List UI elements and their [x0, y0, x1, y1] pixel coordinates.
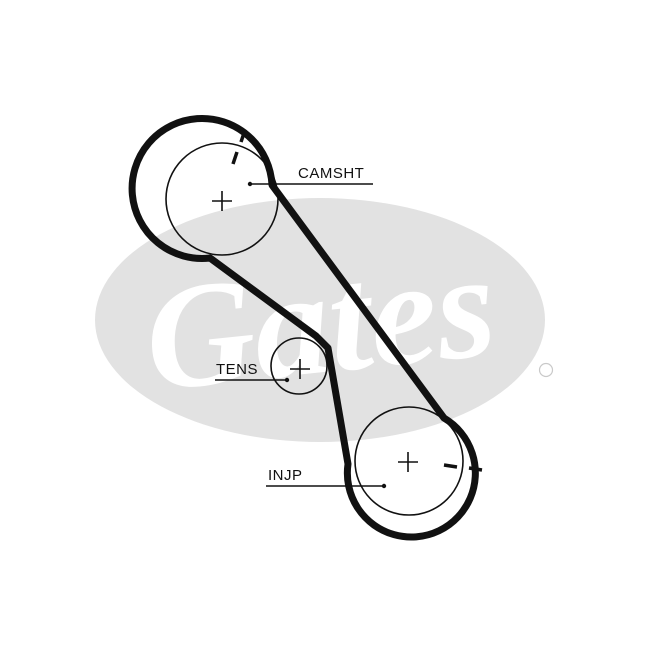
labels: CAMSHT TENS INJP — [216, 165, 364, 484]
injection-pump-timing-mark-outer — [468, 466, 483, 472]
timing-marks — [231, 129, 483, 472]
injection-pump-label: INJP — [268, 467, 303, 484]
injection-pump-timing-mark-inner — [443, 463, 458, 469]
registered-mark: ® — [538, 362, 554, 378]
injection-pump-pulley — [354, 406, 464, 516]
tensioner-center-icon — [290, 359, 310, 379]
tensioner-label: TENS — [216, 361, 258, 378]
camshaft-timing-mark-inner — [231, 151, 239, 165]
camshaft-label: CAMSHT — [298, 165, 364, 182]
tensioner-pulley — [270, 337, 328, 395]
leader-lines — [215, 181, 387, 489]
gates-logo: Gates ® — [95, 198, 554, 442]
timing-belt — [128, 114, 479, 541]
camshaft-timing-mark-outer — [239, 129, 247, 143]
camshaft-center-icon — [212, 191, 232, 211]
injection-pump-center-icon — [398, 452, 418, 472]
center-marks — [212, 191, 418, 472]
